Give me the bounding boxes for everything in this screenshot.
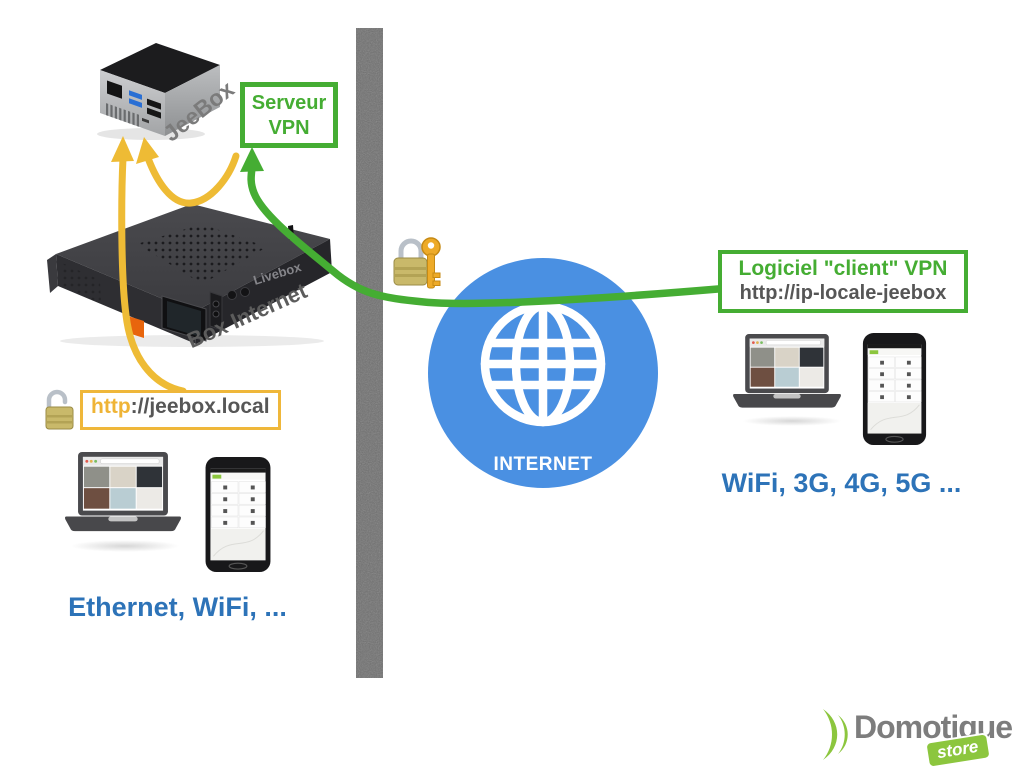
smartphone-icon bbox=[862, 333, 927, 446]
smartphone-icon bbox=[205, 456, 271, 573]
jeebox-device bbox=[97, 43, 220, 140]
local-url-rest: ://jeebox.local bbox=[130, 395, 270, 418]
laptop-icon bbox=[65, 452, 181, 532]
logo-text: Domotique bbox=[854, 709, 1013, 745]
brand-logo: Domotique store bbox=[818, 703, 1023, 767]
vpn-server-box: Serveur VPN bbox=[240, 82, 338, 148]
left-devices-caption: Ethernet, WiFi, ... bbox=[68, 592, 287, 622]
livebox-device: Livebox bbox=[47, 204, 332, 347]
arrowhead-vpnserver-to-jeebox bbox=[136, 137, 159, 164]
vpn-client-line2: http://ip-locale-jeebox bbox=[739, 282, 947, 304]
vpn-client-line1: Logiciel "client" VPN bbox=[738, 257, 948, 280]
lock-key-icon bbox=[393, 237, 441, 289]
open-padlock-icon bbox=[45, 389, 74, 430]
firewall-wall bbox=[356, 28, 383, 678]
internet-label: INTERNET bbox=[493, 454, 593, 475]
logo-waves-icon bbox=[823, 709, 848, 760]
right-devices-caption: WiFi, 3G, 4G, 5G ... bbox=[721, 468, 962, 498]
local-url-box: http://jeebox.local bbox=[80, 390, 281, 430]
local-url-protocol: http bbox=[91, 395, 131, 418]
laptop-icon bbox=[733, 334, 841, 408]
vpn-server-line1: Serveur bbox=[251, 92, 327, 114]
vpn-client-box: Logiciel "client" VPN http://ip-locale-j… bbox=[718, 250, 968, 313]
vpn-server-line2: VPN bbox=[268, 117, 310, 139]
laptop-shadow bbox=[70, 540, 180, 552]
internet-circle: INTERNET bbox=[428, 258, 658, 488]
arrowhead-vpn-tunnel bbox=[240, 147, 264, 172]
laptop-shadow bbox=[742, 416, 842, 426]
